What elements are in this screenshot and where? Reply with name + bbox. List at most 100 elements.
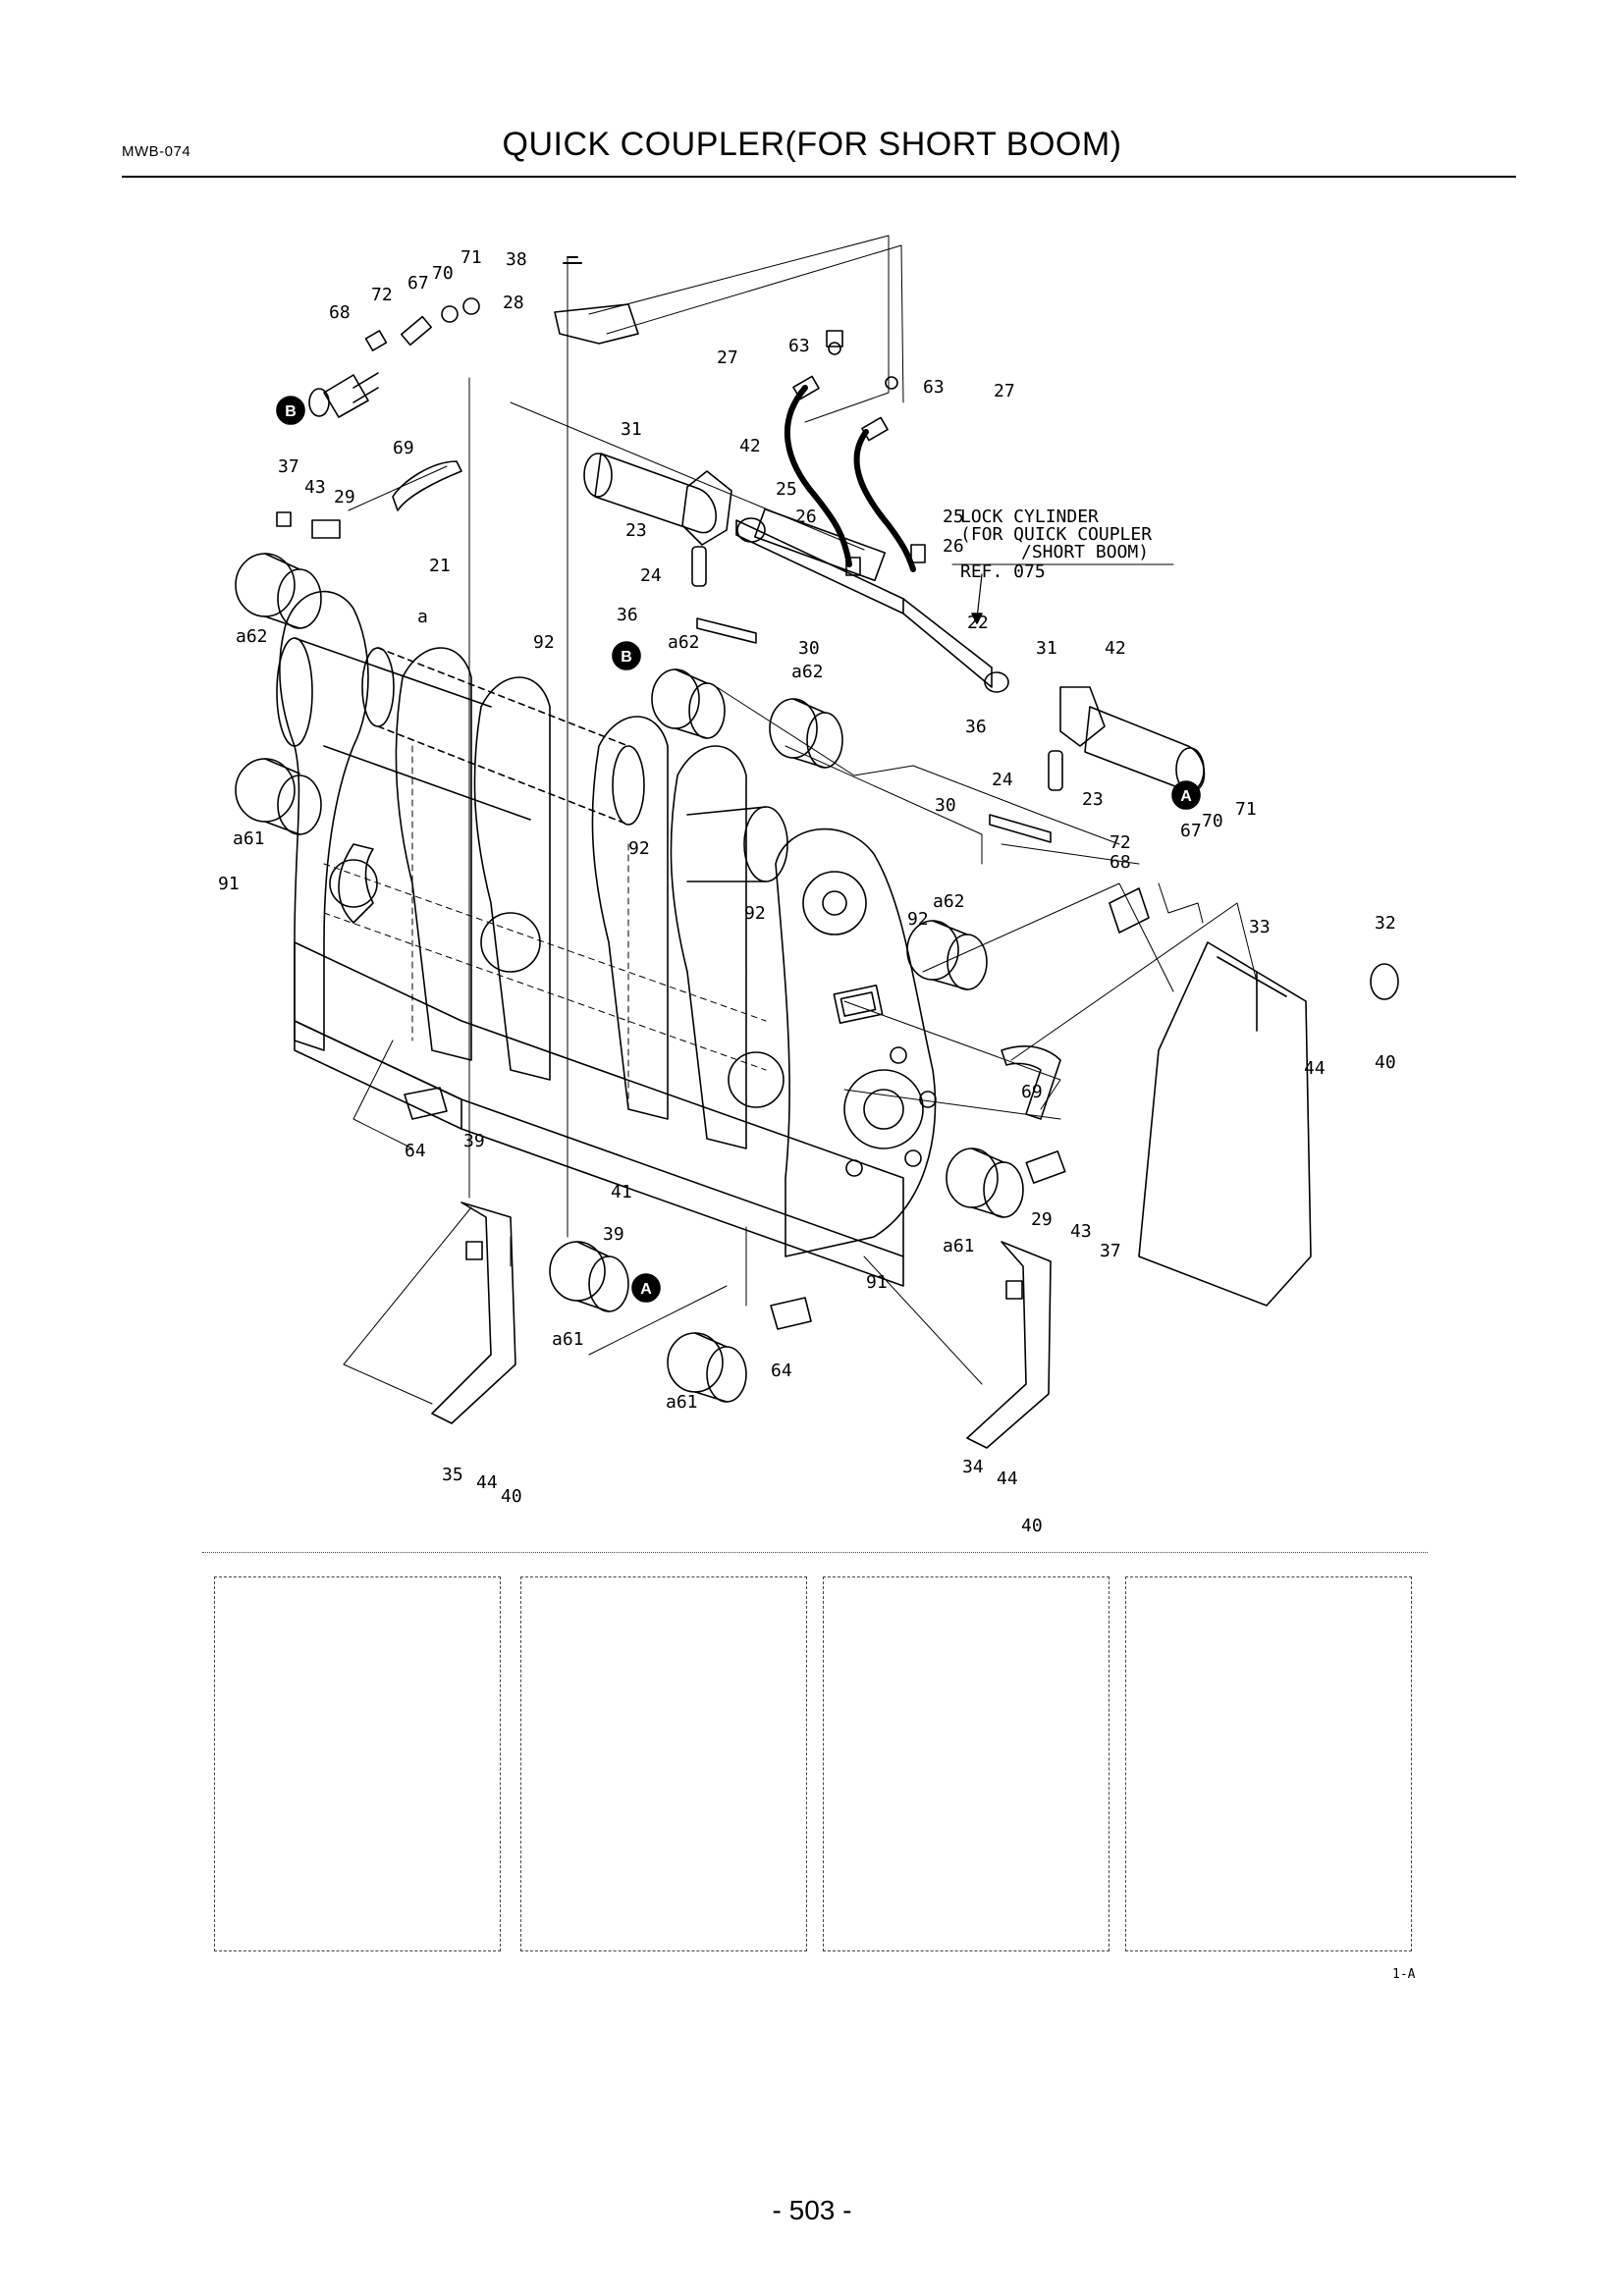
- part-label-91: 91: [866, 1272, 888, 1293]
- lock-cylinder-upper: [583, 453, 1009, 693]
- part-label-35: 35: [442, 1465, 463, 1485]
- header-rule: [122, 176, 1516, 178]
- part-label-43: 43: [304, 477, 326, 498]
- part-label-70: 70: [1202, 811, 1223, 831]
- part-label-92: 92: [907, 909, 929, 930]
- part-label-33: 33: [1249, 917, 1271, 937]
- part-label-69: 69: [1021, 1082, 1043, 1102]
- part-label-92: 92: [744, 903, 766, 924]
- part-label-39: 39: [603, 1224, 624, 1245]
- part-label-30: 30: [935, 795, 956, 816]
- part-label-23: 23: [625, 520, 647, 541]
- part-label-37: 37: [1100, 1241, 1121, 1261]
- notes-box-3: [823, 1576, 1110, 1951]
- marker-a2-circle: [631, 1273, 661, 1303]
- marker-b2-letter: B: [621, 649, 632, 666]
- part-label-44: 44: [1304, 1058, 1326, 1079]
- page-title: QUICK COUPLER(FOR SHORT BOOM): [502, 126, 1122, 163]
- marker-b2-circle: [612, 641, 641, 670]
- part-label-91: 91: [218, 874, 240, 894]
- part-label-43: 43: [1070, 1221, 1092, 1242]
- part-label-30: 30: [798, 638, 820, 659]
- part-label-40: 40: [501, 1486, 522, 1507]
- part-label-67: 67: [407, 273, 429, 294]
- page-number: - 503 -: [772, 2195, 852, 2225]
- marker-a-letter: A: [1180, 788, 1192, 805]
- part-label-29: 29: [1031, 1209, 1053, 1230]
- part-label-63: 63: [923, 377, 945, 398]
- part-label-37: 37: [278, 456, 299, 477]
- part-label-28: 28: [503, 293, 524, 313]
- part-label-92: 92: [628, 838, 650, 859]
- part-label-21: 21: [429, 556, 451, 576]
- part-label-42: 42: [1105, 638, 1126, 659]
- marker-b-circle: [276, 396, 305, 425]
- part-label-68: 68: [1110, 852, 1131, 873]
- part-label-25: 25: [943, 507, 964, 527]
- part-label-31: 31: [621, 419, 642, 440]
- callout-line-1: LOCK CYLINDER: [960, 507, 1099, 527]
- part-label-72: 72: [371, 285, 393, 305]
- callout-text: LOCK CYLINDER (FOR QUICK COUPLER /SHORT …: [960, 507, 1152, 582]
- document-code: MWB-074: [122, 143, 191, 160]
- part-label-a61: a61: [233, 828, 265, 849]
- part-label-39: 39: [463, 1131, 485, 1151]
- part-label-31: 31: [1036, 638, 1057, 659]
- part-label-71: 71: [460, 247, 482, 268]
- callout-line-2: (FOR QUICK COUPLER: [960, 524, 1152, 545]
- part-label-a61: a61: [666, 1392, 698, 1413]
- part-label-27: 27: [994, 381, 1015, 401]
- part-label-26: 26: [943, 536, 964, 557]
- marker-a2-letter: A: [640, 1281, 652, 1298]
- part-label-a61: a61: [552, 1329, 584, 1350]
- section-divider: [202, 1552, 1428, 1553]
- part-label-40: 40: [1021, 1516, 1043, 1536]
- coupler-frame: [276, 590, 937, 1287]
- part-label-68: 68: [329, 302, 351, 323]
- notes-box-4: [1125, 1576, 1412, 1951]
- part-label-67: 67: [1180, 821, 1202, 841]
- part-label-72: 72: [1110, 832, 1131, 853]
- part-label-40: 40: [1375, 1052, 1396, 1073]
- part-label-36: 36: [965, 717, 987, 737]
- callout-ref: REF. 075: [960, 561, 1046, 582]
- part-label-23: 23: [1082, 789, 1104, 810]
- part-label-44: 44: [997, 1468, 1018, 1489]
- notes-box-1: [214, 1576, 501, 1951]
- part-label-69: 69: [393, 438, 414, 458]
- right-covers: [1001, 882, 1399, 1307]
- part-label-41: 41: [611, 1182, 632, 1202]
- hose-fittings: [792, 330, 926, 576]
- part-label-44: 44: [476, 1472, 498, 1493]
- part-label-92: 92: [533, 632, 555, 653]
- marker-a-circle: [1171, 780, 1201, 810]
- part-label-26: 26: [795, 507, 817, 527]
- part-label-71: 71: [1235, 799, 1257, 820]
- figure-code: 1-A: [1392, 1967, 1416, 1982]
- part-label-a62: a62: [791, 662, 824, 682]
- callout-arrow: [976, 573, 983, 619]
- pins-top-left: [276, 256, 1066, 1184]
- part-label-22: 22: [967, 613, 989, 633]
- part-label-a: a: [417, 607, 428, 627]
- part-label-36: 36: [617, 605, 638, 625]
- part-label-24: 24: [640, 565, 662, 586]
- part-label-64: 64: [771, 1361, 792, 1381]
- hoses: [784, 385, 916, 572]
- bushings: [235, 553, 1024, 1403]
- part-label-38: 38: [506, 249, 527, 270]
- part-label-42: 42: [739, 436, 761, 456]
- marker-b-letter: B: [285, 403, 297, 420]
- part-label-63: 63: [788, 336, 810, 356]
- part-label-24: 24: [992, 770, 1013, 790]
- part-label-70: 70: [432, 263, 454, 284]
- part-label-a62: a62: [933, 891, 965, 912]
- part-label-29: 29: [334, 487, 355, 507]
- callout-line-3: /SHORT BOOM): [1021, 542, 1149, 562]
- notes-box-2: [520, 1576, 807, 1951]
- part-label-a62: a62: [236, 626, 268, 647]
- part-label-32: 32: [1375, 913, 1396, 934]
- spacers: [404, 1087, 812, 1330]
- exploded-parts-diagram: LOCK CYLINDER (FOR QUICK COUPLER /SHORT …: [218, 235, 1399, 1536]
